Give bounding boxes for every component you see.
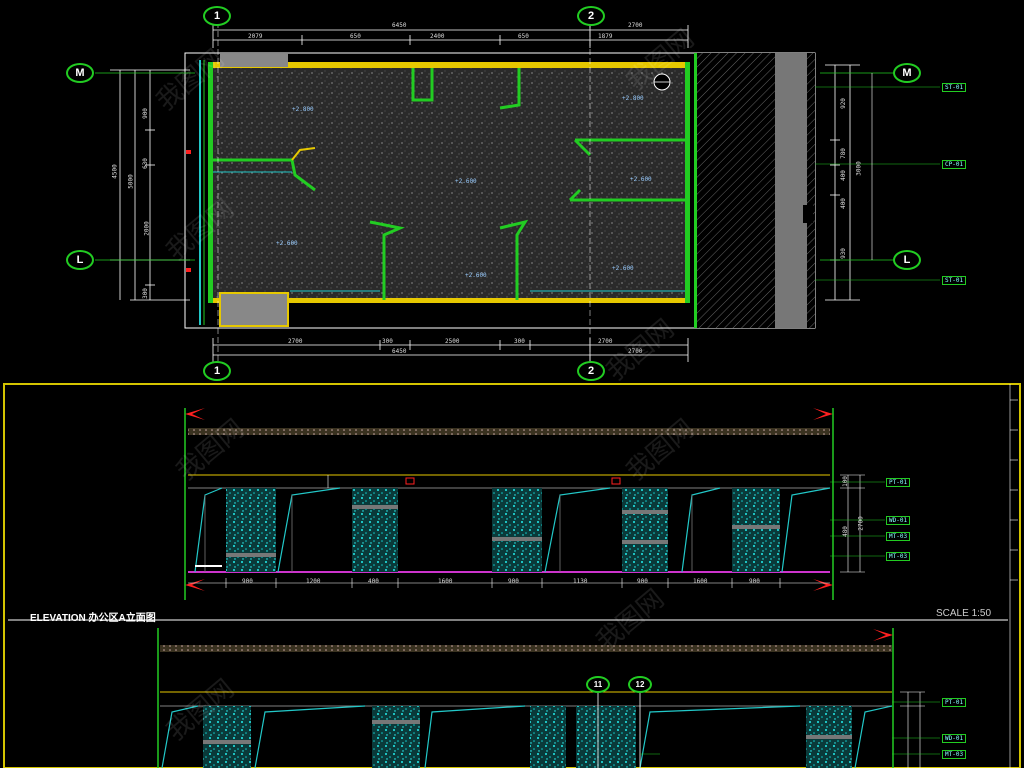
elev-dim: 900 [749, 578, 760, 585]
material-tag: MT-03 [886, 552, 911, 561]
dim-bottom-seg: 2500 [445, 338, 460, 345]
grid-bubble-L-right: L [893, 250, 921, 270]
elevation-a [8, 408, 1008, 621]
elev-dim: 1200 [306, 578, 321, 585]
callout-bubble: 11 [586, 676, 610, 693]
room-level-label: +2.800 [292, 106, 314, 113]
elevation-title-cn: 办公区A立面图 [88, 613, 156, 624]
dim-top-seg: 1879 [598, 33, 613, 40]
dim-right: 400 [839, 170, 847, 181]
dim-bottom-seg: 300 [514, 338, 525, 345]
room-level-label: +2.600 [455, 178, 477, 185]
scale-label: SCALE 1:50 [936, 608, 992, 619]
material-tag: WD-01 [886, 516, 911, 525]
elev-dim-right: 2700 [857, 516, 865, 531]
material-tag: WD-01 [942, 734, 967, 743]
dim-left: 900 [141, 108, 149, 119]
room-level-label: +2.600 [465, 272, 487, 279]
room-level-label: +2.600 [630, 176, 652, 183]
dim-bottom-right: 2700 [628, 348, 643, 355]
grid-bubble-M-right: M [893, 63, 921, 83]
elev-dim: 1600 [693, 578, 708, 585]
dim-top-seg: 650 [350, 33, 361, 40]
dim-left: 4500 [111, 164, 119, 179]
material-tag: PT-01 [942, 698, 967, 707]
dim-bottom-seg: 300 [382, 338, 393, 345]
material-tag: CP-01 [942, 160, 967, 169]
material-tag: MT-03 [886, 532, 911, 541]
dim-right: 780 [839, 148, 847, 159]
dim-right: 920 [839, 98, 847, 109]
dim-left: 630 [141, 158, 149, 169]
elev-dim-right: 480 [841, 526, 849, 537]
room-level-label: +2.600 [612, 265, 634, 272]
dim-top-seg: 2400 [430, 33, 445, 40]
callout-bubble: 12 [628, 676, 652, 693]
elev-dim: 400 [368, 578, 379, 585]
dim-right: 400 [839, 198, 847, 209]
grid-bubble-L-left: L [66, 250, 94, 270]
dim-top-seg: 650 [518, 33, 529, 40]
grid-bubble-1-top: 1 [203, 6, 231, 26]
elev-dim: 1600 [438, 578, 453, 585]
room-level-label: +2.600 [276, 240, 298, 247]
material-tag: ST-01 [942, 276, 967, 285]
elev-dim-right: 100 [841, 476, 849, 487]
elevation-title-prefix: ELEVATION [30, 613, 86, 624]
dim-bottom-total: 6450 [392, 348, 407, 355]
dim-bottom-seg: 2700 [288, 338, 303, 345]
dim-left: 300 [141, 288, 149, 299]
material-tag: PT-01 [886, 478, 911, 487]
grid-bubble-2-top: 2 [577, 6, 605, 26]
elev-dim: 900 [242, 578, 253, 585]
dim-top-total: 6450 [392, 22, 407, 29]
floor-plan [95, 22, 940, 365]
grid-bubble-2-bottom: 2 [577, 361, 605, 381]
dim-left: 2000 [143, 221, 151, 236]
room-level-label: +2.800 [622, 95, 644, 102]
dim-bottom-seg: 2700 [598, 338, 613, 345]
material-tag: ST-01 [942, 83, 967, 92]
elev-dim: 1130 [573, 578, 588, 585]
dim-left: 5000 [127, 174, 135, 189]
material-tag: MT-03 [942, 750, 967, 759]
elevation-title: ELEVATION 办公区A立面图 [30, 609, 156, 624]
dim-right: 930 [839, 248, 847, 259]
grid-bubble-M-left: M [66, 63, 94, 83]
grid-bubble-1-bottom: 1 [203, 361, 231, 381]
elevation-b [157, 628, 940, 768]
elev-dim: 900 [508, 578, 519, 585]
elev-dim: 900 [637, 578, 648, 585]
dim-right: 3000 [855, 161, 863, 176]
dim-top-seg: 2079 [248, 33, 263, 40]
dim-top-right: 2700 [628, 22, 643, 29]
